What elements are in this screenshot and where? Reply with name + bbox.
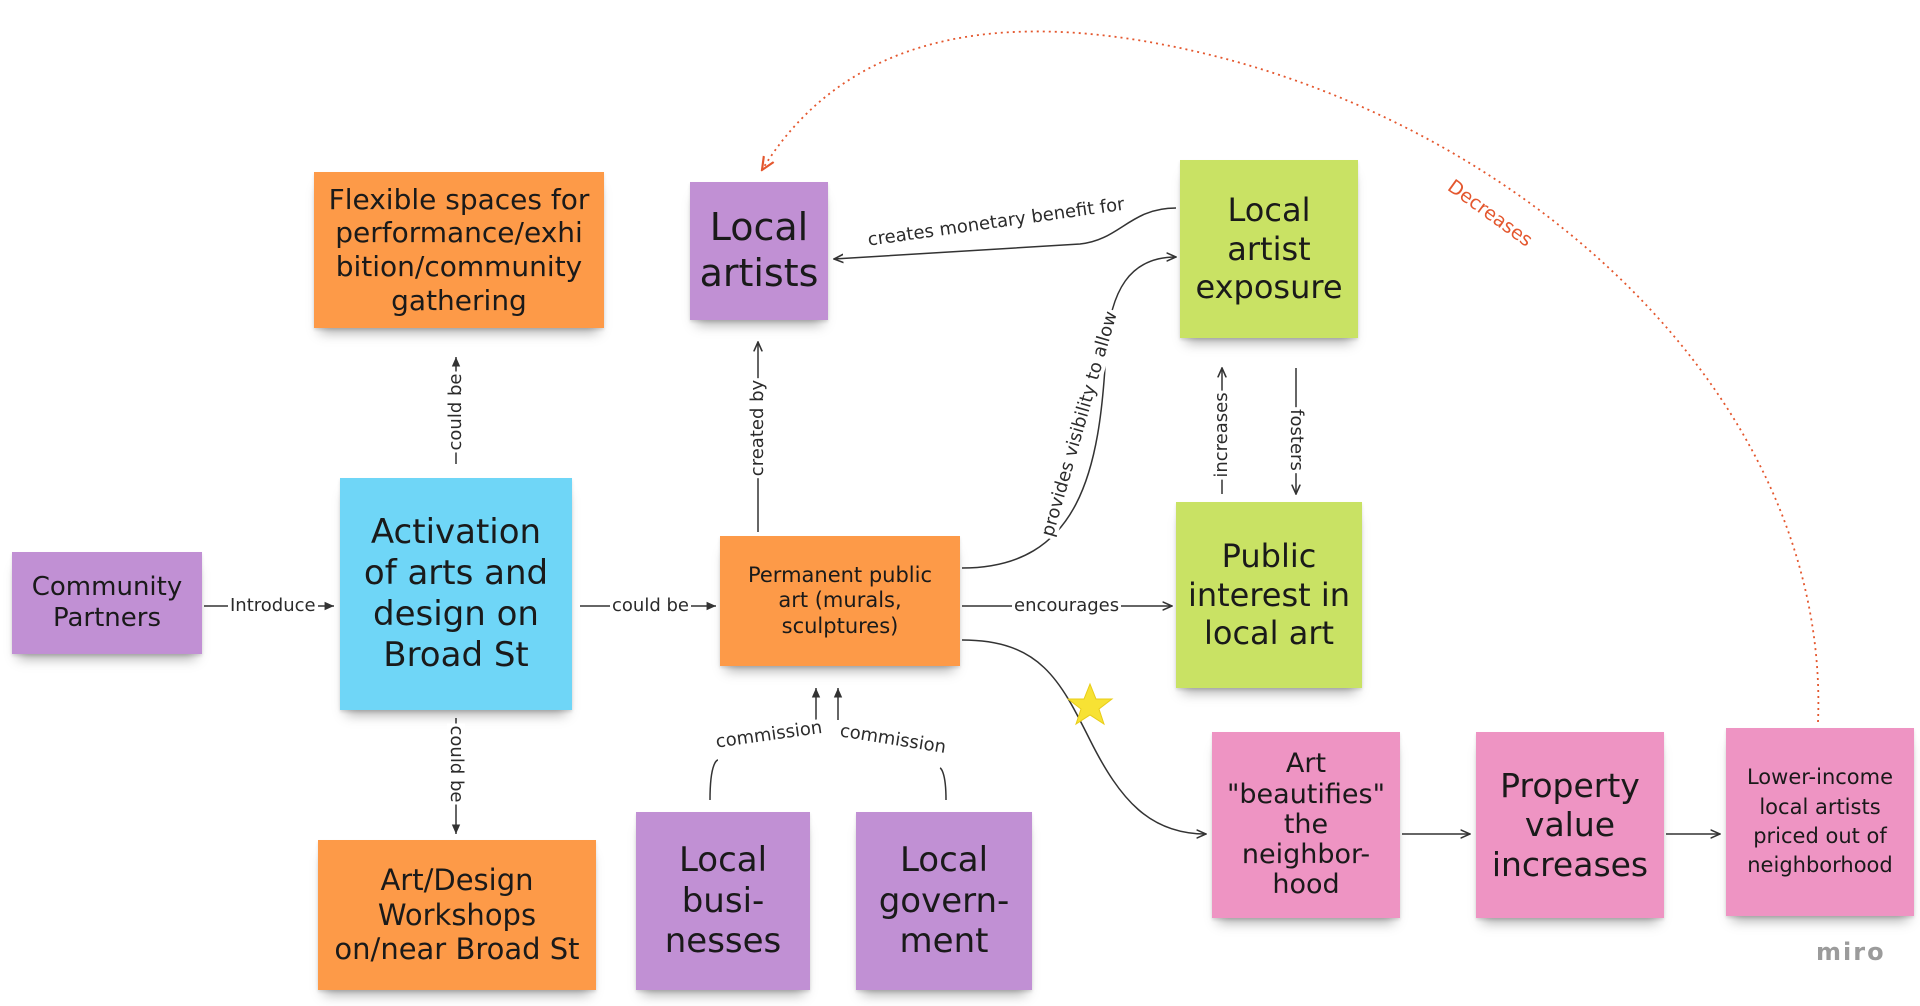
note-activation-text: Activation of arts and design on Broad S…: [363, 512, 549, 675]
note-art-workshops-text: Art/Design Workshops on/near Broad St: [334, 862, 580, 967]
note-flexible-spaces-text: Flexible spaces for performance/exhi bit…: [328, 182, 590, 317]
edge-commission-left: [709, 759, 719, 801]
label-could-be-right: could be: [610, 595, 691, 616]
note-community-partners[interactable]: Community Partners: [12, 552, 202, 654]
edge-beautifies: [961, 639, 1206, 834]
edge-commission-right: [939, 767, 947, 801]
note-local-government[interactable]: Local govern- ment: [856, 812, 1032, 990]
edge-creates-monetary-benefit: [834, 207, 1177, 259]
note-local-businesses[interactable]: Local busi- nesses: [636, 812, 810, 990]
label-encourages: encourages: [1012, 595, 1122, 616]
note-property-value[interactable]: Property value increases: [1476, 732, 1664, 918]
note-local-government-text: Local govern- ment: [878, 839, 1010, 962]
note-local-artist-exposure-text: Local artist exposure: [1195, 191, 1343, 307]
note-activation[interactable]: Activation of arts and design on Broad S…: [340, 478, 572, 710]
label-could-be-down: could be: [446, 723, 467, 805]
label-could-be-up: could be: [445, 371, 466, 453]
miro-watermark: miro: [1816, 938, 1886, 966]
note-property-value-text: Property value increases: [1491, 765, 1649, 884]
note-lower-income-text: Lower-income local artists priced out of…: [1746, 765, 1894, 878]
edge-provides-visibility: [961, 257, 1176, 569]
note-local-artists[interactable]: Local artists: [690, 182, 828, 320]
note-local-artists-text: Local artists: [699, 205, 819, 295]
label-increases: increases: [1211, 390, 1232, 480]
note-art-workshops[interactable]: Art/Design Workshops on/near Broad St: [318, 840, 596, 990]
label-fosters: fosters: [1286, 407, 1307, 473]
note-local-artist-exposure[interactable]: Local artist exposure: [1180, 160, 1358, 338]
note-public-interest-text: Public interest in local art: [1187, 537, 1351, 653]
note-lower-income[interactable]: Lower-income local artists priced out of…: [1726, 728, 1914, 916]
note-flexible-spaces[interactable]: Flexible spaces for performance/exhi bit…: [314, 172, 604, 328]
note-permanent-public-art[interactable]: Permanent public art (murals, sculptures…: [720, 536, 960, 666]
note-local-businesses-text: Local busi- nesses: [664, 839, 782, 962]
note-public-interest[interactable]: Public interest in local art: [1176, 502, 1362, 688]
star-icon: [1066, 682, 1114, 726]
note-art-beautifies[interactable]: Art "beautifies" the neighbor- hood: [1212, 732, 1400, 918]
note-art-beautifies-text: Art "beautifies" the neighbor- hood: [1226, 748, 1386, 901]
label-introduce: Introduce: [228, 595, 318, 616]
note-permanent-public-art-text: Permanent public art (murals, sculptures…: [747, 563, 933, 638]
label-created-by: created by: [747, 377, 768, 479]
note-community-partners-text: Community Partners: [31, 571, 183, 633]
